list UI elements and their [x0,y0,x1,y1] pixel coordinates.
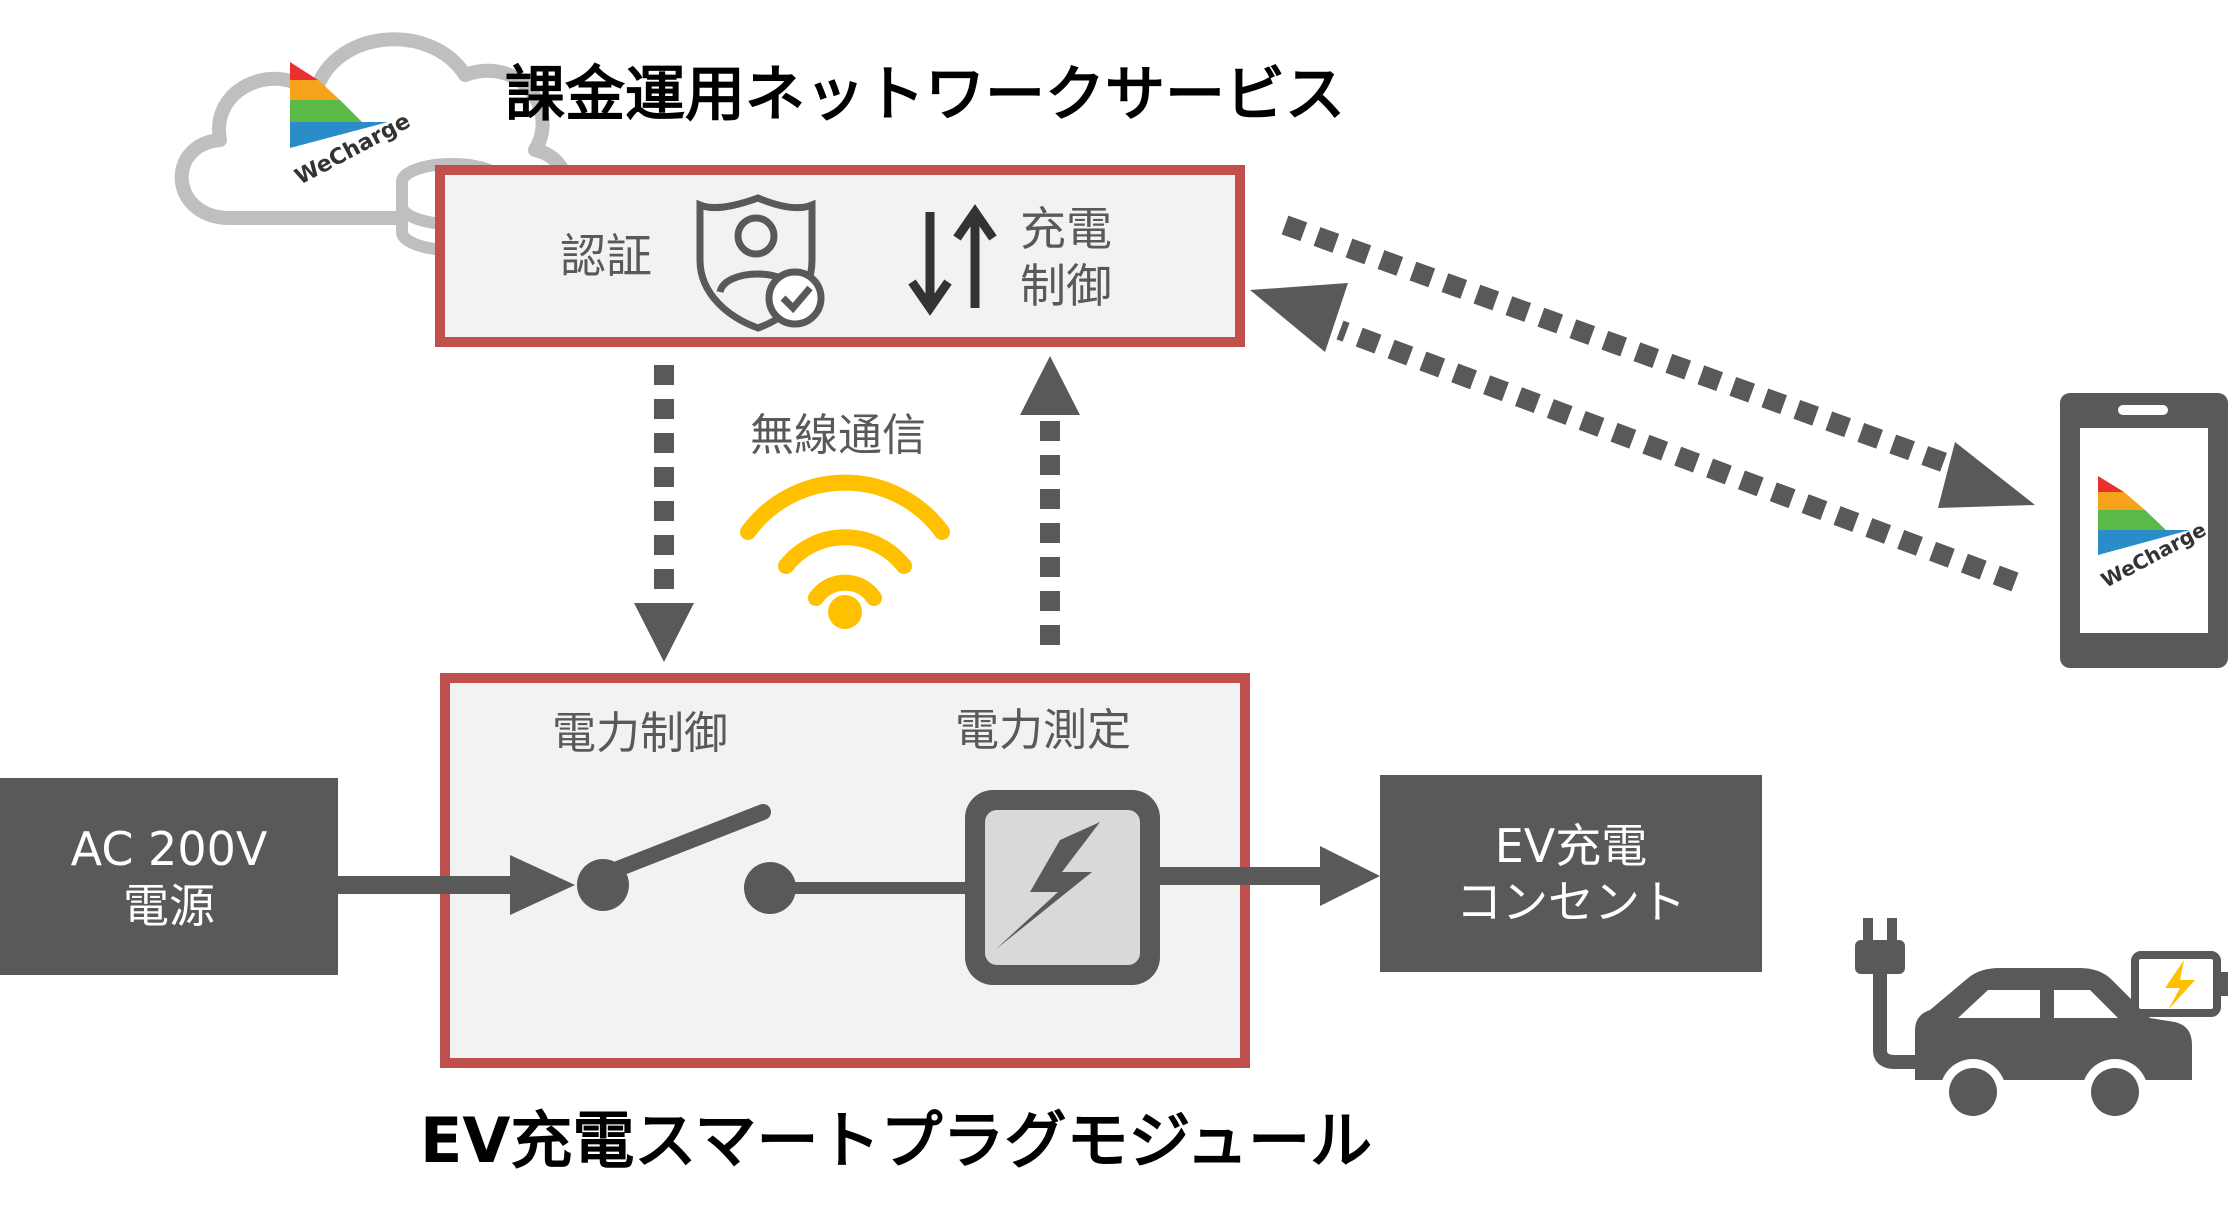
plug-icon [1855,918,1950,1069]
charge-control-label-1: 充電 [1020,202,1112,256]
up-down-arrows-icon [908,204,997,316]
power-control-label: 電力制御 [552,708,728,759]
uplink-dotted-arrow [1020,356,1080,645]
user-shield-check-icon [696,194,825,332]
power-measure-label: 電力測定 [955,705,1131,756]
cloud-service-title: 課金運用ネットワークサービス [505,60,1345,130]
ev-car-icon [1915,968,2192,1125]
meter-to-outlet-arrow [1160,846,1380,906]
phone-to-cloud-dotted-arrow [1250,283,2019,592]
ac-source-label-1: AC 200V [71,822,268,876]
ac-to-switch-arrow [338,855,575,915]
service-box [435,165,1245,347]
ev-outlet-label-1: EV充電 [1495,819,1648,873]
switch-icon [577,804,965,914]
ev-outlet-label-2: コンセント [1456,875,1686,929]
charge-control-label-2: 制御 [1020,259,1112,313]
battery-charging-icon [2131,951,2228,1017]
wireless-label: 無線通信 [750,410,926,461]
lightning-meter-icon [965,790,1160,985]
module-title: EV充電スマートプラグモジュール [420,1104,1372,1177]
wifi-icon [740,474,950,629]
ev-outlet-box [1380,775,1762,972]
cloud-to-phone-dotted-arrow [1281,215,2035,508]
auth-label: 認証 [560,229,652,283]
ac-source-label-2: 電源 [123,879,215,933]
ac-source-box [0,778,338,975]
downlink-dotted-arrow [634,365,694,662]
